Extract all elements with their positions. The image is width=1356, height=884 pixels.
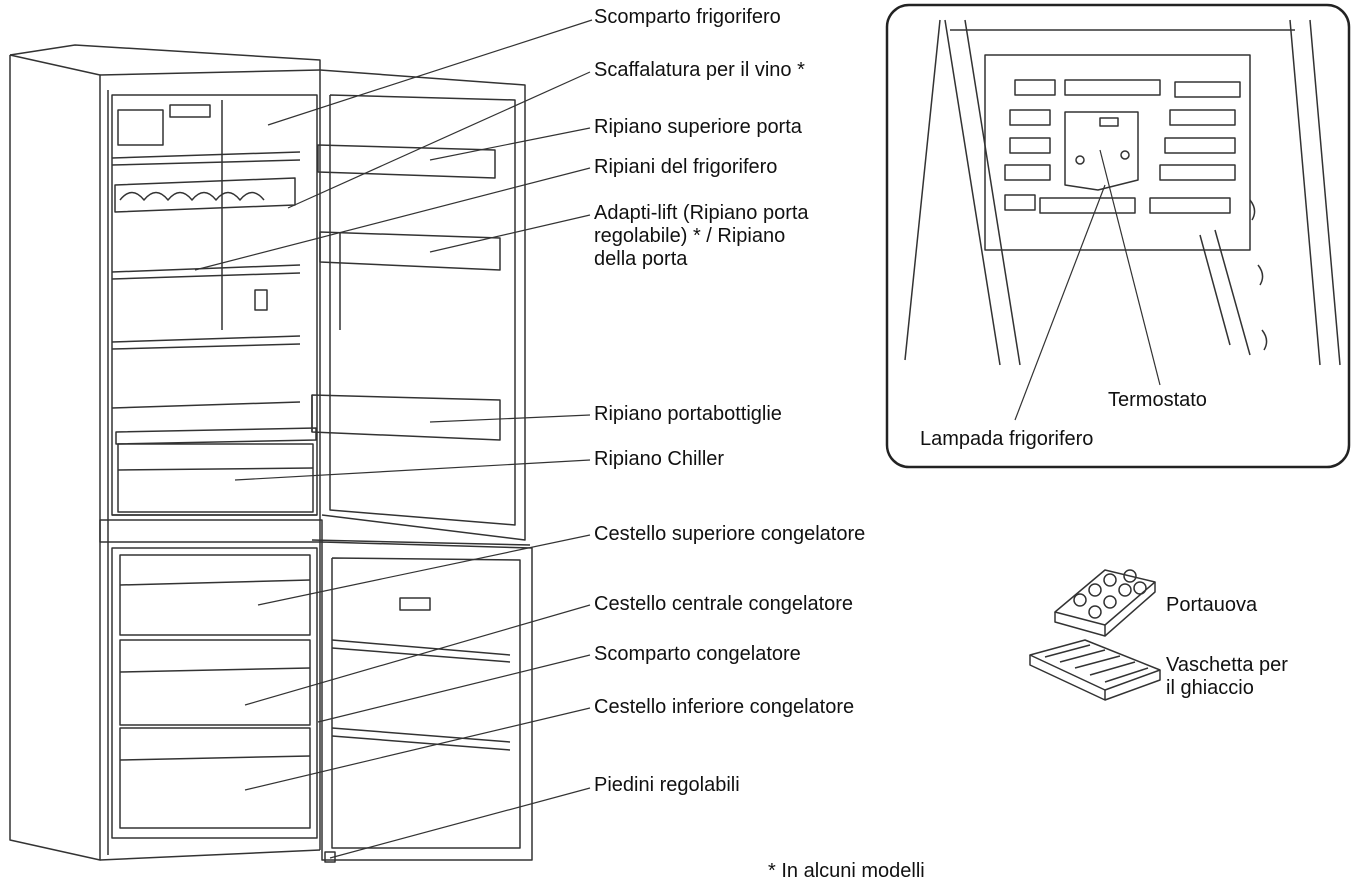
label-cestello-superiore-congelatore: Cestello superiore congelatore: [594, 523, 866, 545]
label-ripiani-frigorifero: Ripiani del frigorifero: [594, 156, 778, 178]
label-ripiano-portabottiglie: Ripiano portabottiglie: [594, 403, 782, 425]
ice-tray-drawing: [1029, 639, 1161, 701]
footnote: * In alcuni modelli: [768, 860, 925, 882]
label-scomparto-frigorifero: Scomparto frigorifero: [594, 6, 781, 28]
label-scaffalatura-vino: Scaffalatura per il vino *: [594, 59, 805, 81]
label-cestello-centrale-congelatore: Cestello centrale congelatore: [594, 593, 854, 615]
label-adapti-lift-line2: regolabile) * / Ripiano: [594, 225, 786, 247]
egg-tray-drawing: [1054, 569, 1156, 637]
inset-drawing: [904, 19, 1341, 366]
label-adapti-lift-line3: della porta: [594, 248, 688, 270]
fridge-body: [9, 44, 533, 863]
label-piedini-regolabili: Piedini regolabili: [594, 774, 740, 796]
label-ripiano-superiore-porta: Ripiano superiore porta: [594, 116, 802, 138]
label-cestello-inferiore-congelatore: Cestello inferiore congelatore: [594, 696, 855, 718]
label-termostato: Termostato: [1108, 389, 1207, 411]
label-vaschetta-line2: il ghiaccio: [1166, 677, 1254, 699]
label-scomparto-congelatore: Scomparto congelatore: [594, 643, 801, 665]
label-vaschetta-line1: Vaschetta per: [1166, 654, 1288, 676]
label-portauova: Portauova: [1166, 594, 1258, 616]
label-adapti-lift-line1: Adapti-lift (Ripiano porta: [594, 202, 809, 224]
label-ripiano-chiller: Ripiano Chiller: [594, 448, 725, 470]
leader-lines: [194, 19, 1161, 859]
inset-border: [885, 3, 1351, 469]
label-lampada-frigorifero: Lampada frigorifero: [920, 428, 1094, 450]
